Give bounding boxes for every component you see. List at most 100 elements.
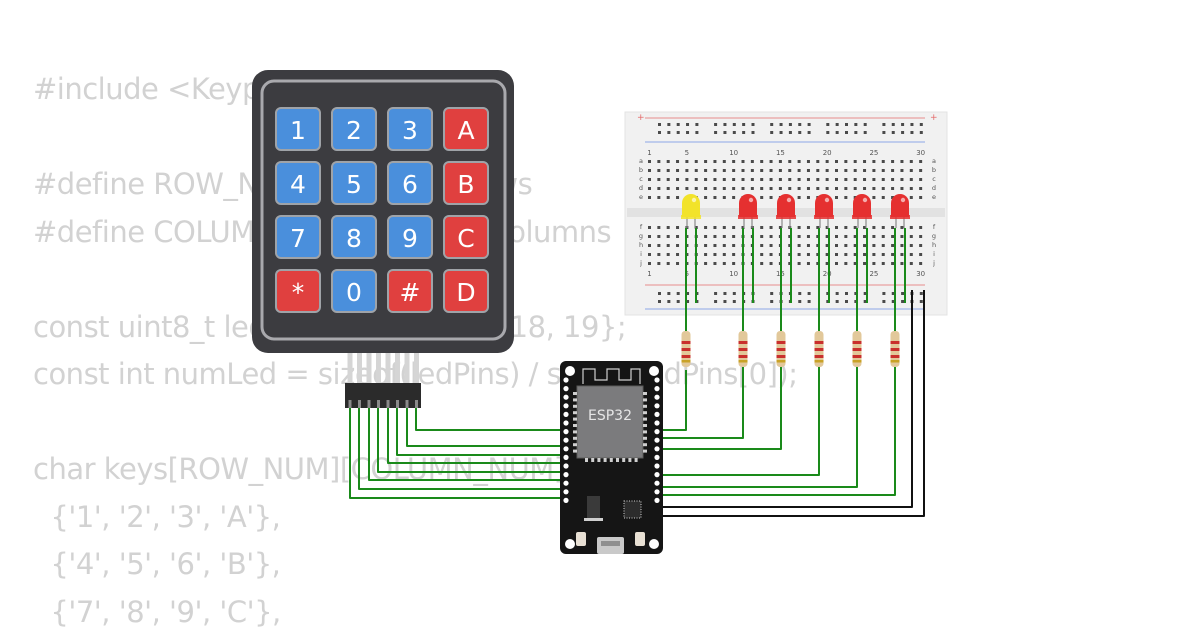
esp32-pin — [563, 386, 568, 391]
module-pad — [616, 458, 619, 462]
breadboard-hole — [891, 160, 894, 163]
ribbon-wire — [386, 352, 391, 384]
keypad-key-5[interactable]: 5 — [332, 162, 376, 204]
esp32-pin — [654, 395, 659, 400]
keypad-key-2[interactable]: 2 — [332, 108, 376, 150]
reset-button[interactable] — [635, 532, 645, 546]
wire[interactable] — [407, 408, 566, 446]
breadboard-hole — [844, 187, 847, 190]
breadboard-hole — [742, 178, 745, 181]
breadboard-hole — [882, 253, 885, 256]
breadboard-hole — [910, 235, 913, 238]
rail-hole — [901, 292, 904, 295]
module-pad — [585, 458, 588, 462]
esp32-board[interactable]: ESP32 — [560, 361, 663, 554]
rail-plus-symbol: + — [930, 113, 938, 123]
keypad-key-A[interactable]: A — [444, 108, 488, 150]
breadboard-hole — [872, 244, 875, 247]
module-pad — [643, 398, 647, 401]
rail-hole — [864, 123, 867, 126]
wire[interactable] — [657, 365, 781, 449]
column-number: 20 — [823, 270, 832, 278]
breadboard-hole — [751, 160, 754, 163]
module-pad — [635, 458, 638, 462]
breadboard-hole — [723, 253, 726, 256]
esp32-pin — [563, 455, 568, 460]
boot-button[interactable] — [576, 532, 586, 546]
resistor[interactable] — [891, 331, 900, 367]
resistor[interactable] — [739, 331, 748, 367]
usb-uart-chip — [624, 501, 641, 518]
keypad-key-3[interactable]: 3 — [388, 108, 432, 150]
esp32-pin — [563, 420, 568, 425]
breadboard-hole — [685, 178, 688, 181]
resistor-band — [891, 341, 900, 344]
breadboard-hole — [713, 178, 716, 181]
wire[interactable] — [657, 290, 924, 516]
resistor-band — [739, 348, 748, 351]
key-label: D — [456, 278, 475, 307]
breadboard-hole — [713, 244, 716, 247]
breadboard-hole — [723, 244, 726, 247]
breadboard-hole — [835, 244, 838, 247]
keypad-key-1[interactable]: 1 — [276, 108, 320, 150]
wire[interactable] — [369, 408, 566, 480]
breadboard-hole — [685, 187, 688, 190]
keypad-key-9[interactable]: 9 — [388, 216, 432, 258]
keypad-key-*[interactable]: * — [276, 270, 320, 312]
esp32-pin — [563, 498, 568, 503]
resistors[interactable] — [682, 331, 900, 367]
wire[interactable] — [416, 408, 566, 430]
breadboard-hole — [685, 169, 688, 172]
column-number: 15 — [776, 149, 785, 157]
keypad-key-4[interactable]: 4 — [276, 162, 320, 204]
wire[interactable] — [397, 408, 566, 455]
wire[interactable] — [657, 365, 819, 475]
breadboard-hole — [723, 187, 726, 190]
wire[interactable] — [359, 408, 566, 489]
row-letter: j — [932, 259, 935, 267]
keypad-key-8[interactable]: 8 — [332, 216, 376, 258]
breadboard-hole — [882, 169, 885, 172]
rail-hole — [677, 131, 680, 134]
keypad-key-7[interactable]: 7 — [276, 216, 320, 258]
rail-hole — [677, 292, 680, 295]
resistor[interactable] — [777, 331, 786, 367]
module-pad — [610, 458, 613, 462]
module-pad — [643, 405, 647, 408]
rail-hole — [845, 123, 848, 126]
resistor[interactable] — [815, 331, 824, 367]
keypad-key-B[interactable]: B — [444, 162, 488, 204]
rail-hole — [733, 300, 736, 303]
keypad-key-#[interactable]: # — [388, 270, 432, 312]
module-pad — [573, 424, 577, 427]
regulator-tab — [584, 518, 603, 521]
breadboard-hole — [770, 244, 773, 247]
rail-hole — [723, 123, 726, 126]
breadboard-hole — [732, 262, 735, 265]
rail-hole — [677, 123, 680, 126]
column-number: 25 — [869, 270, 878, 278]
keypad-key-C[interactable]: C — [444, 216, 488, 258]
breadboard-hole — [676, 244, 679, 247]
breadboard-hole — [676, 226, 679, 229]
module-pad — [643, 450, 647, 453]
rail-hole — [845, 131, 848, 134]
ribbon-wire — [357, 352, 362, 384]
row-letter: i — [933, 250, 935, 258]
resistor[interactable] — [853, 331, 862, 367]
wire[interactable] — [350, 408, 566, 498]
rail-hole — [742, 131, 745, 134]
key-label: 4 — [290, 170, 306, 199]
esp32-pin — [654, 412, 659, 417]
breadboard-hole — [854, 178, 857, 181]
esp32-pin — [654, 377, 659, 382]
wire[interactable] — [657, 365, 743, 438]
resistor[interactable] — [682, 331, 691, 367]
keypad-key-6[interactable]: 6 — [388, 162, 432, 204]
breadboard-hole — [910, 160, 913, 163]
keypad-key-0[interactable]: 0 — [332, 270, 376, 312]
keypad-key-D[interactable]: D — [444, 270, 488, 312]
rail-hole — [836, 300, 839, 303]
